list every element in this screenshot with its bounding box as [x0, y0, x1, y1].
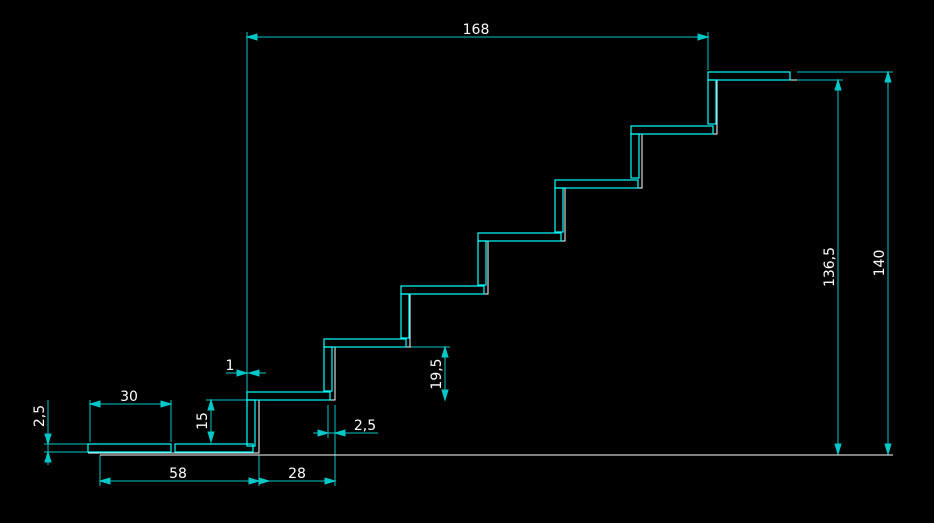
- riser-2: [323, 346, 333, 392]
- arrow: [44, 433, 52, 446]
- riser-4: [477, 240, 487, 286]
- dim-label-136-5: 136,5: [822, 247, 838, 287]
- dim-label-15: 15: [195, 412, 211, 430]
- arrow: [88, 400, 101, 408]
- riser-6: [630, 133, 640, 179]
- arrow: [245, 33, 258, 41]
- arrow: [317, 429, 330, 437]
- arrow: [834, 78, 842, 91]
- dim-label-2-5: 2,5: [354, 418, 376, 434]
- arrow: [247, 369, 260, 377]
- riser-3: [400, 293, 410, 339]
- tread-7: [707, 71, 791, 81]
- tread-4: [477, 232, 562, 242]
- landing-slab-1: [87, 443, 172, 453]
- stair-profile: [88, 79, 797, 454]
- landing-slab-2: [174, 443, 254, 453]
- arrow: [697, 33, 710, 41]
- dim-label-58: 58: [169, 466, 187, 482]
- arrow: [160, 400, 173, 408]
- dim-label-1: 1: [226, 358, 235, 374]
- dim-label-140: 140: [872, 250, 888, 277]
- arrow: [324, 477, 337, 485]
- arrow: [207, 431, 215, 444]
- arrow: [333, 429, 346, 437]
- dim-label-19-5: 19,5: [429, 358, 445, 389]
- dimension-labels: 168 140 136,5 19,5 15 30 58 28 2,5 1 2,5: [32, 22, 888, 482]
- dim-label-2-5-left: 2,5: [32, 405, 48, 427]
- arrow: [44, 450, 52, 463]
- stair-treads: [87, 71, 791, 453]
- tread-2: [323, 338, 407, 348]
- arrow: [258, 477, 271, 485]
- tread-6: [630, 125, 714, 135]
- tread-5: [554, 179, 639, 189]
- arrow: [207, 398, 215, 411]
- arrow: [884, 443, 892, 456]
- tread-3: [400, 285, 485, 295]
- arrow: [248, 477, 261, 485]
- arrow: [884, 70, 892, 83]
- arrow: [98, 477, 111, 485]
- arrow: [441, 389, 449, 402]
- arrow: [441, 345, 449, 358]
- dim-label-168: 168: [463, 22, 490, 38]
- arrow: [834, 443, 842, 456]
- riser-1: [246, 399, 256, 447]
- arrow: [236, 369, 249, 377]
- dim-label-28: 28: [288, 466, 306, 482]
- dimension-lines: [44, 32, 893, 486]
- tread-1: [246, 391, 331, 401]
- dim-label-30: 30: [120, 389, 138, 405]
- stair-outline: [88, 79, 893, 456]
- riser-5: [554, 187, 564, 233]
- riser-7: [707, 79, 717, 125]
